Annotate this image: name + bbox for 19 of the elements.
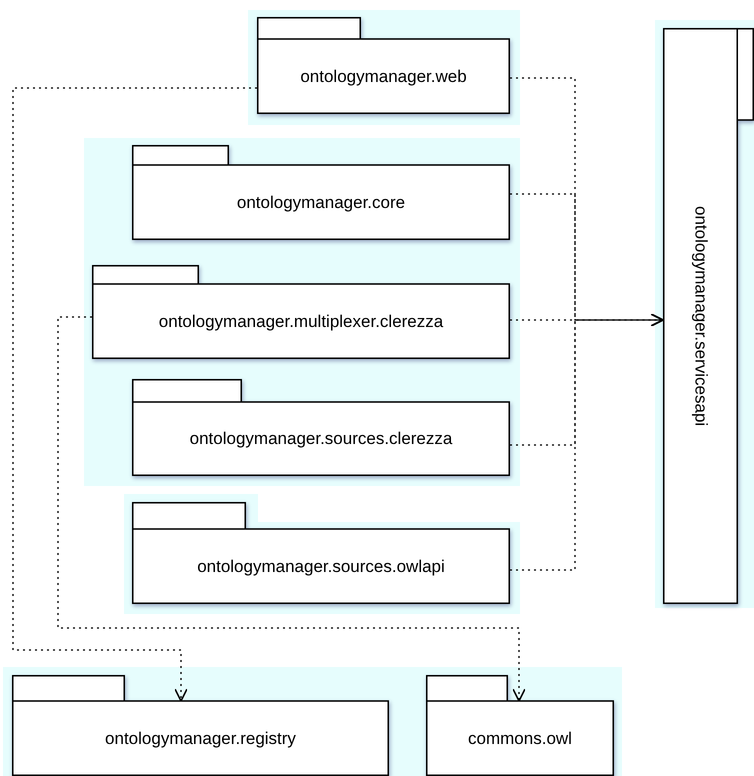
package-name: ontologymanager.web — [300, 66, 467, 86]
package-name: ontologymanager.registry — [105, 728, 296, 748]
package-name: ontologymanager.core — [236, 192, 406, 212]
package-box — [92, 265, 510, 359]
dependency-arrow — [57, 316, 526, 702]
package-name: ontologymanager.sources.owlapi — [197, 556, 445, 576]
package-box — [663, 28, 754, 604]
package-name: ontologymanager.servicesapi — [690, 206, 710, 426]
package-box — [12, 675, 389, 776]
package-name: ontologymanager.sources.clerezza — [190, 429, 452, 449]
dependency-arrow — [12, 87, 257, 702]
dependency-arrow — [510, 313, 664, 571]
package-name: ontologymanager.multiplexer.clerezza — [158, 312, 444, 332]
package-box — [132, 502, 510, 604]
package-box — [426, 675, 614, 776]
package-box — [257, 17, 510, 114]
package-name: commons.owl — [468, 728, 572, 748]
package-box — [132, 145, 510, 240]
package-box — [132, 379, 510, 476]
